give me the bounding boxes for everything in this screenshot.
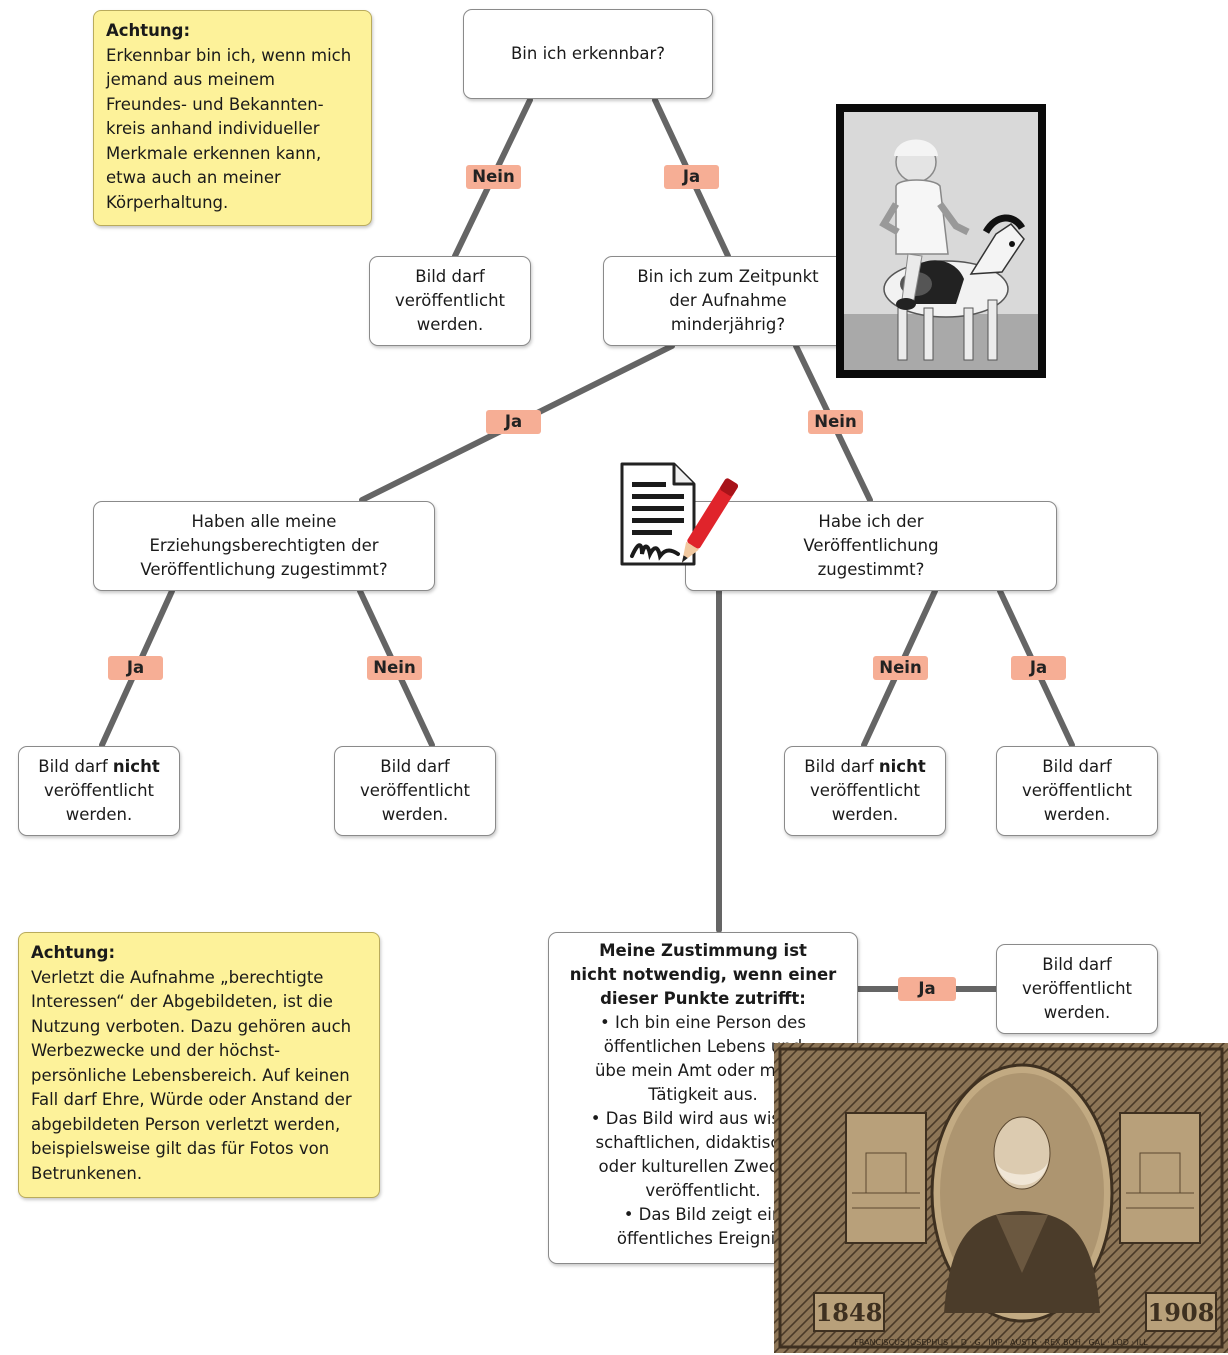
question-text: Haben alle meine Erziehungsberechtigten … (140, 512, 388, 579)
stamp-year-right: 1908 (1148, 1298, 1215, 1327)
outcome-not-bold: nicht (112, 757, 160, 776)
branch-label-ja: Ja (898, 977, 956, 1001)
branch-label-nein: Nein (808, 410, 863, 434)
question-guardians-consent: Haben alle meine Erziehungsberechtigten … (93, 501, 435, 591)
signed-document-icon (620, 462, 739, 566)
outcome-suffix: veröffentlicht werden. (43, 781, 155, 824)
branch-label-ja: Ja (1011, 656, 1066, 680)
note-legitimate-interests: Achtung: Verletzt die Aufnahme „berechti… (18, 932, 380, 1198)
branch-label-ja: Ja (108, 656, 163, 680)
consent-heading: Meine Zustimmung ist nicht notwendig, we… (569, 941, 837, 1008)
branch-label-nein: Nein (367, 656, 422, 680)
branch-label-nein: Nein (466, 165, 521, 189)
branch-label-ja: Ja (664, 165, 719, 189)
note-title: Achtung: (106, 21, 191, 40)
question-minor: Bin ich zum Zeitpunkt der Aufnahme minde… (603, 256, 853, 346)
outcome-suffix: veröffentlicht werden. (809, 781, 921, 824)
question-recognizable: Bin ich erkennbar? (463, 9, 713, 99)
note-body: Erkennbar bin ich, wenn mich jemand aus … (106, 45, 352, 212)
consent-item: • Das Bild zeigt ein öffentliches Ereign… (616, 1205, 790, 1248)
question-own-consent: Habe ich der Veröffentlichung zugestimmt… (685, 501, 1057, 591)
outcome-allowed: Bild darf veröffentlicht werden. (996, 944, 1158, 1034)
stamp-year-left: 1848 (816, 1298, 883, 1327)
child-on-toy-horse-photo (836, 104, 1046, 378)
outcome-prefix: Bild darf (38, 757, 113, 776)
outcome-not-allowed: Bild darf nicht veröffentlicht werden. (784, 746, 946, 836)
stamp-inscription: FRANCISCUS JOSEPHUS I · D · G · IMP · AU… (854, 1338, 1148, 1347)
outcome-text: Bild darf nicht veröffentlicht werden. (38, 755, 159, 827)
outcome-text: Bild darf veröffentlicht werden. (394, 267, 506, 334)
outcome-not-bold: nicht (878, 757, 926, 776)
outcome-allowed: Bild darf veröffentlicht werden. (369, 256, 531, 346)
outcome-prefix: Bild darf (804, 757, 879, 776)
outcome-text: Bild darf veröffentlicht werden. (1021, 757, 1133, 824)
branch-label-nein: Nein (873, 656, 928, 680)
outcome-text: Bild darf veröffentlicht werden. (1021, 955, 1133, 1022)
note-recognizable: Achtung: Erkennbar bin ich, wenn mich je… (93, 10, 372, 226)
branch-label-ja: Ja (486, 410, 541, 434)
note-title: Achtung: (31, 943, 116, 962)
outcome-text: Bild darf veröffentlicht werden. (359, 757, 471, 824)
question-text: Bin ich zum Zeitpunkt der Aufnahme minde… (637, 267, 819, 334)
outcome-text: Bild darf nicht veröffentlicht werden. (804, 755, 925, 827)
outcome-allowed: Bild darf veröffentlicht werden. (996, 746, 1158, 836)
outcome-allowed: Bild darf veröffentlicht werden. (334, 746, 496, 836)
outcome-not-allowed: Bild darf nicht veröffentlicht werden. (18, 746, 180, 836)
question-text: Bin ich erkennbar? (510, 44, 666, 63)
note-body: Verletzt die Aufnahme „berechtigte Inter… (31, 967, 352, 1183)
emperor-stamp-image: 1848 1908 FRANCISCUS JOSEPHUS I · D · G … (774, 1043, 1228, 1353)
question-text: Habe ich der Veröffentlichung zugestimmt… (803, 512, 939, 579)
